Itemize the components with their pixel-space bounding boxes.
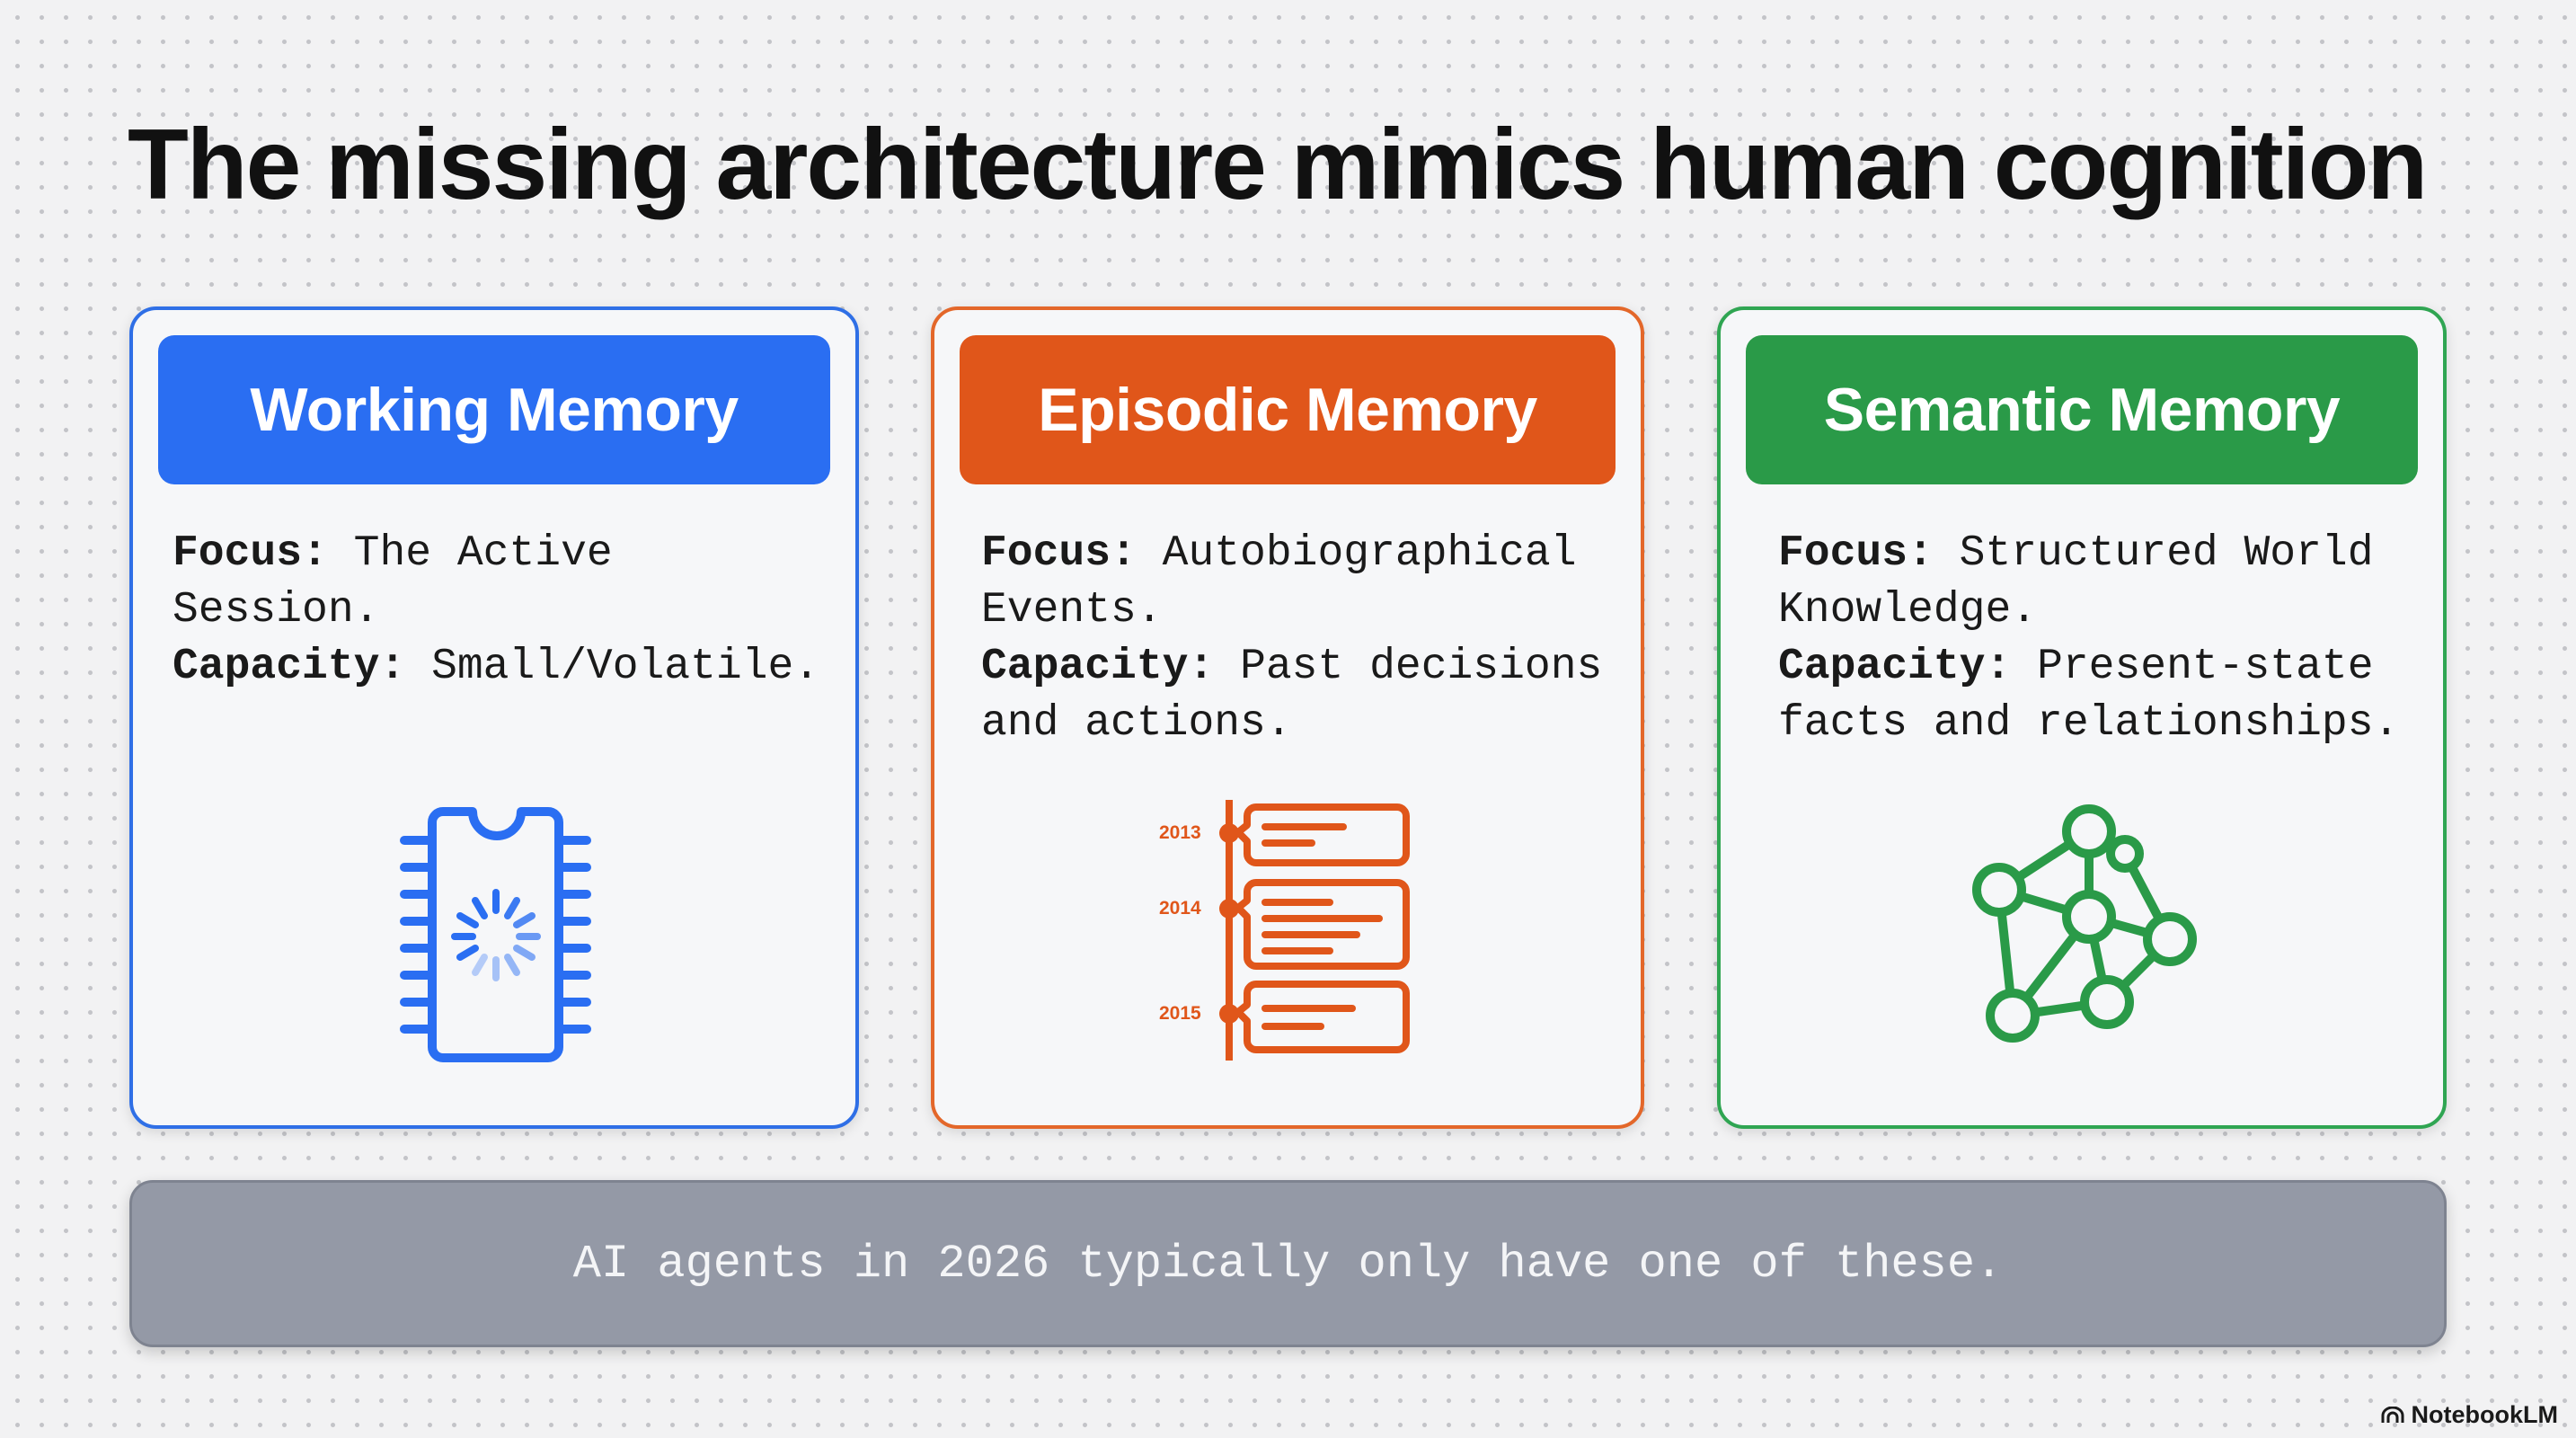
memory-chip-icon: [400, 807, 591, 1062]
working-memory-description: Focus: The Active Session. Capacity: Sma…: [173, 526, 828, 696]
capacity-text: Present-state facts and relationships.: [1778, 643, 2400, 748]
page-title: The missing architecture mimics human co…: [128, 109, 2428, 220]
capacity-text: Small/Volatile.: [431, 643, 820, 691]
semantic-memory-header: Semantic Memory: [1746, 335, 2418, 484]
focus-label: Focus:: [173, 529, 328, 578]
episodic-memory-header: Episodic Memory: [960, 335, 1616, 484]
notebooklm-logo-icon: [2381, 1406, 2404, 1423]
focus-text: Structured World Knowledge.: [1778, 529, 2374, 635]
semantic-memory-description: Focus: Structured World Knowledge. Capac…: [1778, 526, 2416, 752]
working-memory-card: Working Memory Focus: The Active Session…: [129, 306, 859, 1129]
focus-label: Focus:: [1778, 529, 1934, 578]
knowledge-graph-icon: [1972, 804, 2197, 1043]
focus-text: Autobiographical Events.: [981, 529, 1577, 635]
focus-text: The Active Session.: [173, 529, 613, 635]
working-memory-header: Working Memory: [158, 335, 830, 484]
capacity-label: Capacity:: [1778, 643, 2012, 691]
episodic-memory-description: Focus: Autobiographical Events. Capacity…: [981, 526, 1614, 752]
timeline-year: 2015: [1159, 1003, 1201, 1024]
brand-label: NotebookLM: [2411, 1401, 2558, 1428]
focus-label: Focus:: [981, 529, 1137, 578]
notebooklm-brand: NotebookLM: [2381, 1401, 2558, 1429]
timeline-year: 2014: [1159, 898, 1201, 919]
capacity-label: Capacity:: [981, 643, 1215, 691]
capacity-label: Capacity:: [173, 643, 406, 691]
episodic-memory-card: Episodic Memory Focus: Autobiographical …: [931, 306, 1644, 1129]
timeline-year: 2013: [1159, 822, 1201, 843]
semantic-memory-card: Semantic Memory Focus: Structured World …: [1717, 306, 2447, 1129]
footer-banner: AI agents in 2026 typically only have on…: [129, 1180, 2447, 1347]
timeline-icon: 2013 2014 2015: [1159, 800, 1410, 1061]
capacity-text: Past decisions and actions.: [981, 643, 1603, 748]
